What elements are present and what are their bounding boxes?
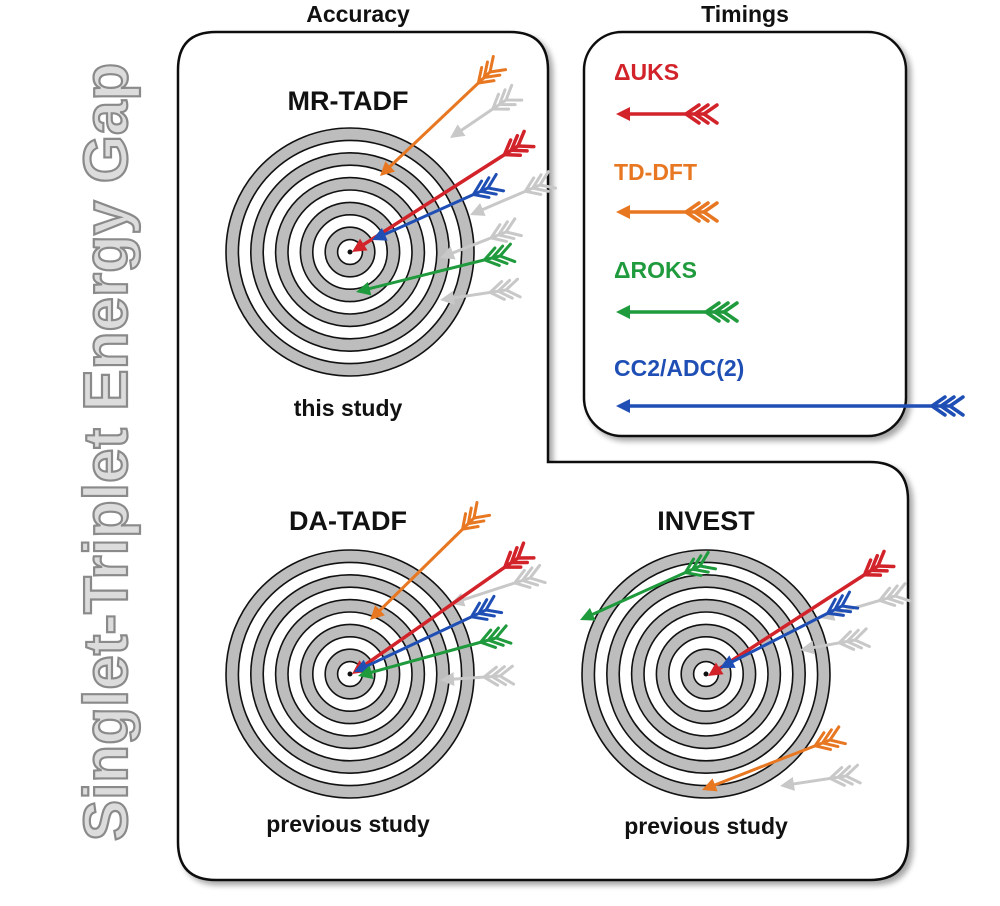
target-board-invest [581,549,831,799]
target-center [347,671,353,677]
timing-arrow-tddft [616,201,719,223]
target-caption-mr-tadf: this study [294,395,403,421]
target-board-mr-tadf [225,127,475,377]
header-timings: Timings [701,1,789,27]
arrows-da-tadf [352,500,547,687]
timings-panel [582,30,908,438]
timing-arrow-roks [616,301,739,323]
timing-label-tddft: TD-DFT [614,159,697,185]
ghost-arrow [440,277,522,305]
arrow-cc2 [372,172,506,241]
target-board-da-tadf [225,549,475,799]
target-caption-invest: previous study [624,813,788,839]
arrows-mr-tadf [352,55,557,305]
timing-arrow-cc2 [616,395,965,417]
arrow-uks [352,129,536,252]
target-title-da-tadf: DA-TADF [289,506,407,536]
arrow-uks [708,549,896,676]
arrows-invest [580,549,912,792]
ghost-arrow [440,217,523,260]
ghost-arrow [470,170,557,216]
arrow-cc2 [720,590,860,668]
timing-label-roks: ΔROKS [614,257,697,283]
arrow-roks [358,624,513,680]
timing-label-uks: ΔUKS [614,59,679,85]
arrow-tddft [370,500,492,620]
target-caption-da-tadf: previous study [266,811,430,837]
arrow-roks-reversed [580,550,718,621]
timing-arrows [616,103,965,417]
arrow-tddft [702,725,847,792]
timing-label-cc2: CC2/ADC(2) [614,355,744,381]
ghost-arrow [440,664,516,687]
arrow-tddft [380,55,508,176]
header-accuracy: Accuracy [306,1,410,27]
ghost-arrow [780,763,862,791]
target-center [347,249,353,255]
target-center [703,671,709,677]
timing-arrow-uks [616,103,719,125]
arrow-roks [356,242,517,296]
target-title-mr-tadf: MR-TADF [288,86,409,116]
side-title: Singlet-Triplet Energy Gap [72,63,141,842]
ghost-arrow [450,83,524,138]
target-title-invest: INVEST [657,506,755,536]
ghost-arrow [800,627,871,655]
